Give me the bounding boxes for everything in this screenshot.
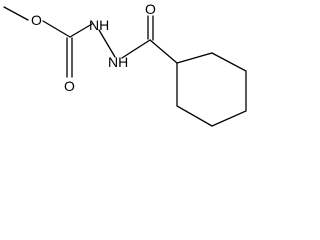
bond-oxygen-carbonyl-carbon [42, 20, 71, 38]
structure-diagram: O O NH NH O [0, 0, 254, 132]
bond-nh2-acyl-carbon [121, 39, 151, 59]
bond-nh1-nh2 [98, 29, 116, 58]
bond-methyl-oxygen [3, 6, 29, 21]
cyclohexane-ring [176, 52, 247, 127]
nh-label-2: NH [108, 54, 128, 70]
carbonyl-oxygen-label-2: O [145, 1, 156, 17]
bond-acyl-to-ring [149, 39, 178, 64]
carbonyl-oxygen-label-1: O [64, 78, 75, 94]
ester-oxygen-label: O [31, 12, 42, 28]
molecule-drawing: O O NH NH O [3, 1, 247, 127]
nh-label-1: NH [89, 17, 109, 33]
bond-carbonyl-carbon-nh1 [69, 23, 93, 38]
